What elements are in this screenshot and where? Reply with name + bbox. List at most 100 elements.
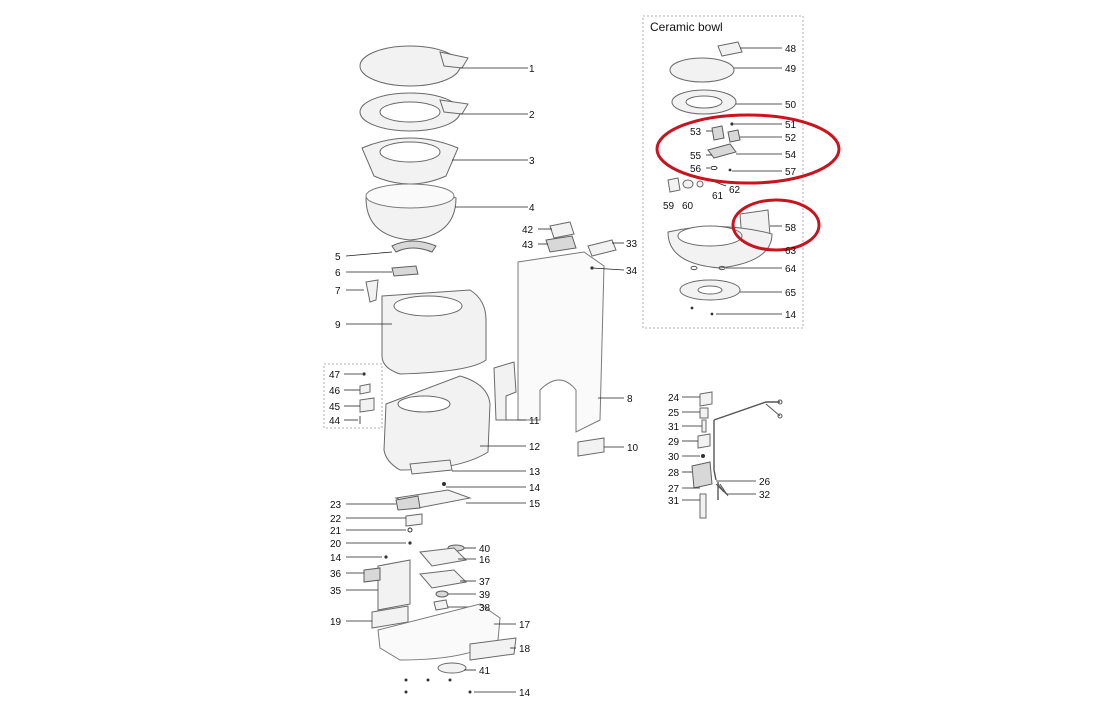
label-33: 33 [626, 239, 638, 250]
part-23-lever [346, 495, 421, 511]
label-53: 53 [690, 127, 702, 138]
part-13-linkage [409, 459, 526, 475]
label-24: 24 [668, 393, 680, 404]
label-6: 6 [335, 268, 341, 279]
label-39: 39 [479, 590, 491, 601]
label-49: 49 [785, 64, 797, 75]
label-5: 5 [335, 252, 341, 263]
label-14c: 14 [519, 688, 531, 699]
part-9-upper-housing [346, 289, 487, 375]
label-46: 46 [329, 386, 341, 397]
inset-title: Ceramic bowl [650, 20, 723, 34]
label-13: 13 [529, 467, 541, 478]
label-7: 7 [335, 286, 341, 297]
label-31a: 31 [668, 422, 680, 433]
label-31b: 31 [668, 496, 680, 507]
label-4: 4 [529, 203, 535, 214]
label-41: 41 [479, 666, 491, 677]
label-26: 26 [759, 477, 771, 488]
part-35-side-panel [346, 559, 411, 611]
part-33-hinge [587, 239, 624, 257]
part-14-screw-upper [442, 482, 526, 488]
label-23: 23 [330, 500, 342, 511]
label-57: 57 [785, 167, 797, 178]
label-22: 22 [330, 514, 342, 525]
label-19: 19 [330, 617, 342, 628]
part-34-pin [590, 266, 625, 271]
part-11-bracket [493, 361, 526, 421]
label-61: 61 [712, 191, 724, 202]
part-42-plate [538, 221, 575, 239]
part-41-disc [437, 662, 476, 674]
label-25: 25 [668, 408, 680, 419]
label-1: 1 [529, 64, 535, 75]
label-45: 45 [329, 402, 341, 413]
label-10: 10 [627, 443, 639, 454]
label-38: 38 [479, 603, 491, 614]
part-10-small-panel [577, 437, 624, 457]
part-2-seat [359, 92, 528, 132]
part-14-screws-bottom [404, 678, 516, 694]
label-50: 50 [785, 100, 797, 111]
label-54: 54 [785, 150, 797, 161]
label-14d: 14 [785, 310, 797, 321]
part-37-plate [419, 569, 476, 589]
part-36-bracket [346, 567, 381, 583]
label-56: 56 [690, 164, 702, 175]
label-36: 36 [330, 569, 342, 580]
label-47: 47 [329, 370, 341, 381]
part-22-spring [346, 513, 423, 527]
inset-parts [667, 41, 782, 316]
part-4-bowl [365, 183, 528, 241]
label-65: 65 [785, 288, 797, 299]
label-8: 8 [627, 394, 633, 405]
label-52: 52 [785, 133, 797, 144]
part-12-lower-housing [383, 375, 526, 471]
label-34: 34 [626, 266, 638, 277]
label-48: 48 [785, 44, 797, 55]
label-9: 9 [335, 320, 341, 331]
part-43-latch [538, 235, 577, 253]
label-42: 42 [522, 225, 534, 236]
label-28: 28 [668, 468, 680, 479]
label-51: 51 [785, 120, 797, 131]
part-47-46-45-44 [344, 372, 375, 424]
label-29: 29 [668, 437, 680, 448]
label-3: 3 [529, 156, 535, 167]
label-37: 37 [479, 577, 491, 588]
highlight-circle-58 [731, 198, 821, 252]
part-8-rear-panel [517, 251, 624, 433]
label-14b: 14 [330, 553, 342, 564]
label-40: 40 [479, 544, 491, 555]
label-63: 63 [785, 246, 797, 257]
part-5-seal [345, 240, 437, 257]
part-3-funnel [361, 137, 528, 185]
label-16: 16 [479, 555, 491, 566]
label-58: 58 [785, 223, 797, 234]
ceramic-bowl-inset-box [642, 15, 804, 329]
label-59: 59 [663, 201, 675, 212]
label-44: 44 [329, 416, 341, 427]
label-17: 17 [519, 620, 531, 631]
label-2: 2 [529, 110, 535, 121]
part-20-screw [346, 541, 412, 545]
part-1-lid [359, 45, 528, 87]
part-labels: 1 2 3 4 5 6 7 9 8 10 11 12 13 14 15 42 4… [329, 44, 797, 699]
label-55: 55 [690, 151, 702, 162]
highlight-circle-51-57 [655, 113, 841, 185]
label-18: 18 [519, 644, 531, 655]
label-35: 35 [330, 586, 342, 597]
part-7-key [346, 279, 379, 303]
label-11: 11 [529, 416, 540, 427]
part-39-seal [435, 590, 476, 598]
label-14a: 14 [529, 483, 541, 494]
label-62: 62 [729, 185, 741, 196]
part-6-clamp [346, 265, 419, 277]
label-27: 27 [668, 484, 680, 495]
part-21-washer [346, 527, 413, 533]
label-43: 43 [522, 240, 534, 251]
part-box-44-47 [323, 363, 383, 429]
label-21: 21 [330, 526, 342, 537]
label-64: 64 [785, 264, 797, 275]
